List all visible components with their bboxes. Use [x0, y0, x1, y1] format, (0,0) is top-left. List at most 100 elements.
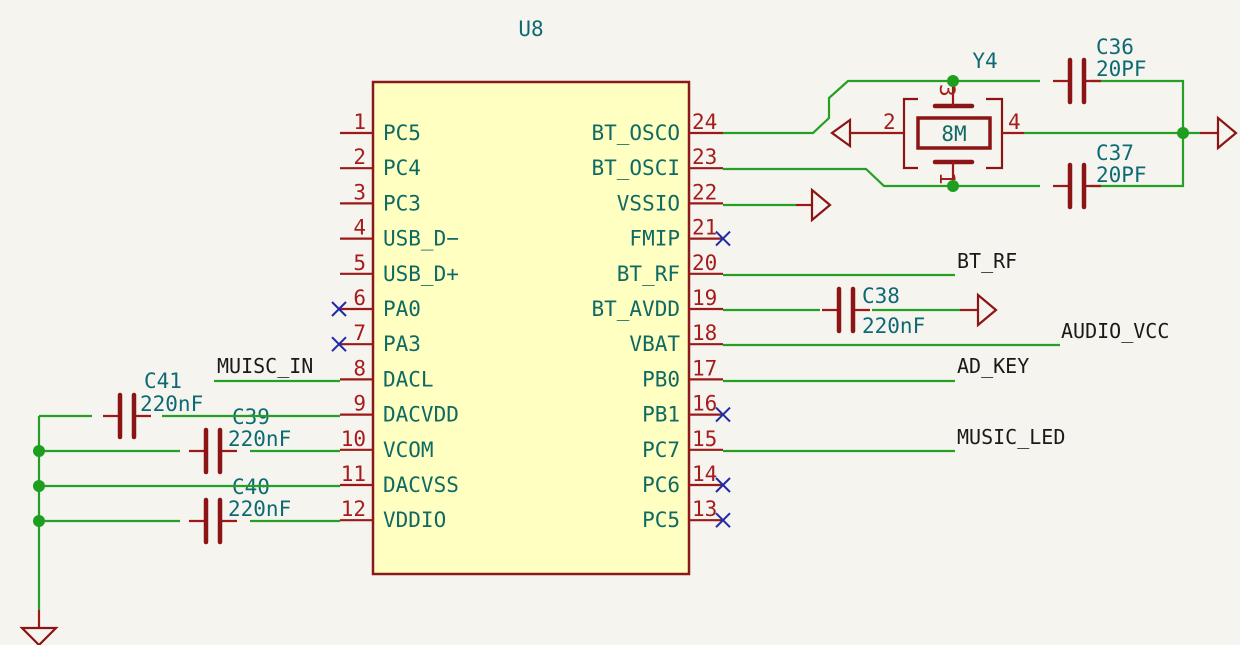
pin-number: 20: [692, 251, 717, 275]
net-label-music-led[interactable]: MUSIC_LED: [957, 425, 1065, 449]
ground-symbol-vssio: [723, 187, 832, 223]
no-connect-icon: [331, 301, 347, 317]
pin-name: BT_OSCI: [591, 156, 680, 180]
ground-icon: [1216, 115, 1238, 151]
ic-pin-24[interactable]: 24 BT_OSCO: [591, 110, 723, 145]
pin-name: BT_OSCO: [591, 121, 680, 145]
pin-number: 9: [353, 392, 366, 416]
no-connect-icon: [715, 230, 731, 247]
pin-number: 13: [692, 497, 717, 521]
ground-icon: [830, 117, 852, 149]
ground-icon: [19, 626, 59, 645]
ic-pin-2[interactable]: 2 PC4: [340, 145, 421, 180]
left-nets: MUISC_IN: [19, 354, 340, 645]
no-connect-icon: [715, 406, 731, 423]
junction-dot: [33, 445, 45, 457]
ic-pin-16[interactable]: 16 PB1: [642, 392, 731, 427]
pin-name: DACL: [383, 367, 434, 391]
pin-number: 5: [353, 251, 366, 275]
pin-name: PA3: [383, 332, 421, 356]
pin-name: VDDIO: [383, 508, 446, 532]
net-label-music-in[interactable]: MUISC_IN: [217, 354, 313, 378]
capacitor-value: 20PF: [1096, 57, 1147, 81]
pin-number: 24: [692, 110, 717, 134]
pin-name: USB_D+: [383, 262, 459, 286]
ic-pin-19[interactable]: 19 BT_AVDD: [591, 286, 723, 321]
pin-name: PC3: [383, 191, 421, 215]
pin-name: PC7: [642, 438, 680, 462]
ground-icon: [810, 187, 832, 223]
capacitors: C3620PFC3720PFC38220nFC39220nFC40220nFC4…: [103, 35, 1147, 545]
pin-number: 23: [692, 145, 717, 169]
ic-pin-12[interactable]: 12 VDDIO: [340, 497, 446, 532]
net-label-bt-rf[interactable]: BT_RF: [957, 249, 1017, 273]
crystal-pin-num-2: 2: [883, 110, 896, 134]
net-label-ad-key[interactable]: AD_KEY: [957, 354, 1029, 378]
ic-pin-17[interactable]: 17 PB0: [642, 356, 723, 391]
pin-number: 2: [353, 145, 366, 169]
ic-pin-15[interactable]: 15 PC7: [642, 427, 723, 462]
pin-number: 15: [692, 427, 717, 451]
ground-symbol-crystal-left: [830, 117, 884, 149]
capacitor-reference: C36: [1096, 35, 1134, 59]
capacitor-reference: C38: [862, 284, 900, 308]
pin-number: 17: [692, 356, 717, 380]
pin-number: 21: [692, 216, 717, 240]
ic-right-pins: 24 BT_OSCO 23 BT_OSCI22VSSIO21FMIP20BT_RF19…: [591, 110, 731, 532]
crystal-pin-num-4: 4: [1008, 110, 1021, 134]
ic-pin-3[interactable]: 3 PC3: [340, 180, 421, 215]
pin-name: PC4: [383, 156, 421, 180]
pin-name: PB1: [642, 403, 680, 427]
pin-number: 19: [692, 286, 717, 310]
ic-pin-7[interactable]: 7 PA3: [331, 321, 421, 356]
no-connect-icon: [331, 336, 347, 352]
ic-pin-5[interactable]: 5 USB_D+: [340, 251, 459, 286]
ic-body[interactable]: [371, 80, 691, 576]
pin-number: 1: [353, 110, 366, 134]
wire-bt-osco[interactable]: [723, 79, 1040, 135]
crystal-reference: Y4: [972, 49, 997, 73]
pin-name: VBAT: [629, 332, 680, 356]
capacitor-value: 220nF: [140, 392, 203, 416]
pin-number: 16: [692, 392, 717, 416]
crystal-outline-left: [902, 97, 918, 170]
capacitor-value: 220nF: [228, 497, 291, 521]
net-label-audio-vcc[interactable]: AUDIO_VCC: [1061, 319, 1169, 343]
no-connect-icon: [715, 477, 731, 493]
ic-reference: U8: [518, 17, 543, 41]
junction-dot: [1177, 127, 1189, 139]
pin-name: PB0: [642, 367, 680, 391]
pin-number: 10: [341, 427, 366, 451]
pin-number: 3: [353, 180, 366, 204]
capacitor-value: 20PF: [1096, 163, 1147, 187]
pin-name: BT_AVDD: [591, 297, 680, 321]
pin-number: 7: [353, 321, 366, 345]
pin-number: 22: [692, 180, 717, 204]
wire-bt-osci[interactable]: [723, 167, 1040, 188]
pin-number: 14: [692, 462, 717, 486]
ic-pin-23[interactable]: 23 BT_OSCI: [591, 145, 723, 180]
junction-dot: [947, 75, 959, 87]
pin-number: 12: [341, 497, 366, 521]
crystal-y4[interactable]: Y4 8M 3 1 2 4: [883, 49, 1024, 186]
crystal-value: 8M: [941, 122, 966, 146]
pin-name: USB_D−: [383, 227, 459, 251]
